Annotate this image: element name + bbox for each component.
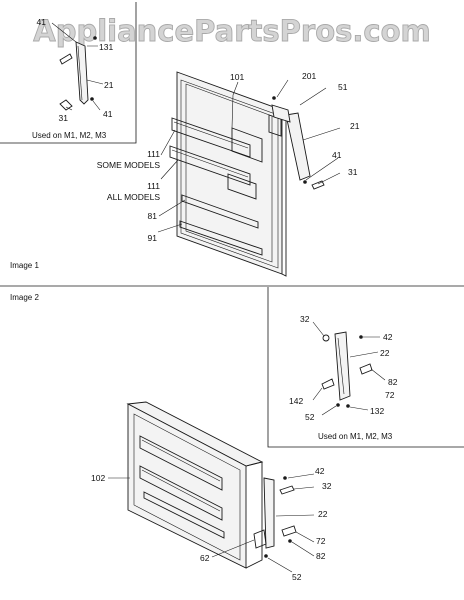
callout-131: 131 [99, 42, 113, 52]
callout-91: 91 [148, 233, 158, 243]
image2-label: Image 2 [10, 293, 39, 302]
image2-inset-border [267, 287, 464, 448]
inset-callout-142: 142 [289, 396, 303, 406]
inset-handle-part-22 [334, 331, 351, 401]
inset-callout-22: 22 [380, 348, 390, 358]
freezer-shelf-lower [143, 491, 225, 539]
callout-81: 81 [148, 211, 158, 221]
callout-111-some: 111 [147, 149, 160, 159]
door-shelf-upper [171, 117, 251, 158]
callout-52: 52 [292, 572, 302, 582]
callout-31: 31 [348, 167, 358, 177]
image1-inset: 41 131 21 31 41 Used on M1, M2, M3 [0, 2, 137, 144]
callout-some-models: SOME MODELS [97, 160, 161, 170]
watermark-text: AppliancePartsPros.com [33, 14, 430, 48]
inset-handle-part [59, 36, 97, 111]
callout-201: 201 [302, 71, 316, 81]
freezer-shelf-middle [139, 465, 223, 521]
door-shelf-bottom [179, 220, 263, 256]
image1-inset-caption: Used on M1, M2, M3 [32, 131, 107, 140]
callout-111-all: 111 [147, 181, 160, 191]
callout-42: 42 [315, 466, 325, 476]
inset-callout-82: 82 [388, 377, 398, 387]
image2-inset: 32 42 22 82 72 142 52 132 Used on M1, M2… [267, 287, 464, 448]
image2-inset-caption: Used on M1, M2, M3 [318, 432, 393, 441]
callout-31-inset: 31 [59, 113, 69, 123]
inset-callout-42: 42 [383, 332, 393, 342]
callout-22: 22 [318, 509, 328, 519]
inset-callout-32: 32 [300, 314, 310, 324]
image1-door-assembly [169, 71, 325, 277]
callout-41-top: 41 [37, 17, 47, 27]
callout-21: 21 [350, 121, 360, 131]
callout-62: 62 [200, 553, 210, 563]
image1-label: Image 1 [10, 261, 39, 270]
freezer-handle [263, 477, 275, 549]
callout-72: 72 [316, 536, 326, 546]
callout-101: 101 [230, 72, 244, 82]
door-shelf-lower [181, 194, 259, 229]
callout-102: 102 [91, 473, 105, 483]
callout-21-inset: 21 [104, 80, 114, 90]
callout-41-bottom: 41 [103, 109, 113, 119]
callout-82: 82 [316, 551, 326, 561]
door-shelf-middle [169, 145, 251, 186]
callout-32: 32 [322, 481, 332, 491]
freezer-shelf-upper [139, 435, 223, 491]
inset-callout-52: 52 [305, 412, 315, 422]
door-handle [285, 112, 311, 181]
callout-41: 41 [332, 150, 342, 160]
inset-callout-72: 72 [385, 390, 395, 400]
image1-inset-border [0, 2, 137, 144]
handle-trim [271, 104, 291, 123]
callout-all-models: ALL MODELS [107, 192, 160, 202]
inset-callout-132: 132 [370, 406, 384, 416]
image2-door-assembly [126, 401, 297, 569]
callout-51: 51 [338, 82, 348, 92]
